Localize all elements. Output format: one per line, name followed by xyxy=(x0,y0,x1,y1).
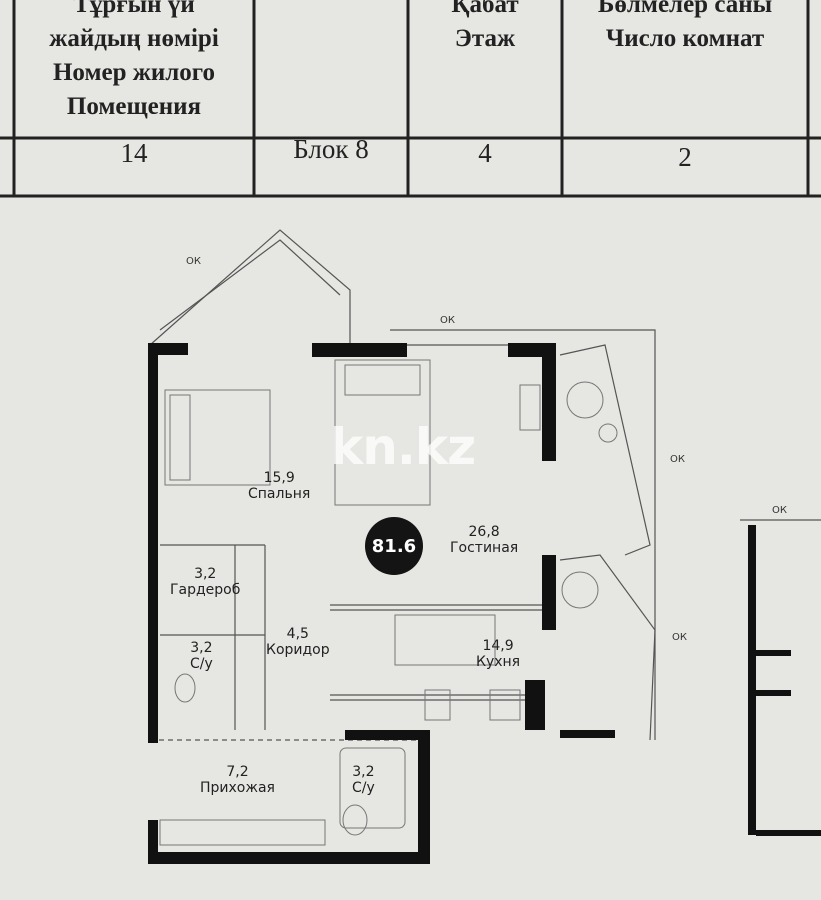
room-bathroom: 3,2 С/у xyxy=(190,640,213,672)
room-name: Прихожая xyxy=(200,780,275,796)
value-rooms: 2 xyxy=(678,142,692,172)
total-area-badge: 81.6 xyxy=(365,517,423,575)
room-area: 3,2 xyxy=(190,640,213,656)
room-kitchen: 14,9 Кухня xyxy=(476,638,520,670)
header-number-line-3: Номер жилого xyxy=(52,59,216,86)
site-watermark: kn.kz xyxy=(330,418,476,476)
header-number-line-2: жайдың нөмірі xyxy=(49,25,219,52)
room-bathroom-2: 3,2 С/у xyxy=(352,764,375,796)
room-bedroom: 15,9 Спальня xyxy=(248,470,310,502)
room-area: 7,2 xyxy=(226,764,249,780)
room-wardrobe: 3,2 Гардероб xyxy=(170,566,240,598)
room-name: Гостиная xyxy=(450,540,519,556)
room-area: 14,9 xyxy=(482,638,514,654)
room-area: 26,8 xyxy=(468,524,500,540)
room-living-room: 26,8 Гостиная xyxy=(450,524,518,556)
value-floor: 4 xyxy=(478,138,492,168)
window-label: ОК xyxy=(672,632,687,643)
window-label: ОК xyxy=(186,256,201,267)
window-label: ОК xyxy=(772,505,787,516)
room-name: Кухня xyxy=(476,654,521,670)
room-hallway: 7,2 Прихожая xyxy=(200,764,275,796)
room-area: 4,5 xyxy=(286,626,309,642)
header-number-line-1: Тұрғын үй xyxy=(73,0,195,18)
header-rooms-line-2: Число комнат xyxy=(605,25,765,52)
window-label: ОК xyxy=(670,454,685,465)
room-name: Коридор xyxy=(266,642,330,658)
room-area: 15,9 xyxy=(263,470,295,486)
value-number: 14 xyxy=(120,138,148,168)
apartment-info-table: Тұрғын үй жайдың нөмірі Номер жилого Пом… xyxy=(0,0,821,205)
header-rooms-line-1: Бөлмелер саны xyxy=(597,0,773,18)
window-label: ОК xyxy=(440,315,455,326)
value-block: Блок 8 xyxy=(293,134,369,164)
header-floor-cell: Қабат Этаж xyxy=(410,0,560,56)
room-corridor: 4,5 Коридор xyxy=(266,626,330,658)
header-floor-line-1: Қабат xyxy=(451,0,519,18)
table-grid xyxy=(0,0,821,198)
room-area: 3,2 xyxy=(352,764,375,780)
header-number-line-4: Помещения xyxy=(66,93,202,120)
room-name: Спальня xyxy=(248,486,311,502)
room-name: С/у xyxy=(190,656,213,672)
header-number-cell: Тұрғын үй жайдың нөмірі Номер жилого Пом… xyxy=(16,0,252,124)
room-name: С/у xyxy=(352,780,375,796)
header-rooms-cell: Бөлмелер саны Число комнат xyxy=(564,0,806,56)
room-area: 3,2 xyxy=(194,566,217,582)
header-floor-line-2: Этаж xyxy=(454,25,516,52)
room-name: Гардероб xyxy=(170,582,241,598)
floor-plan xyxy=(148,229,821,864)
